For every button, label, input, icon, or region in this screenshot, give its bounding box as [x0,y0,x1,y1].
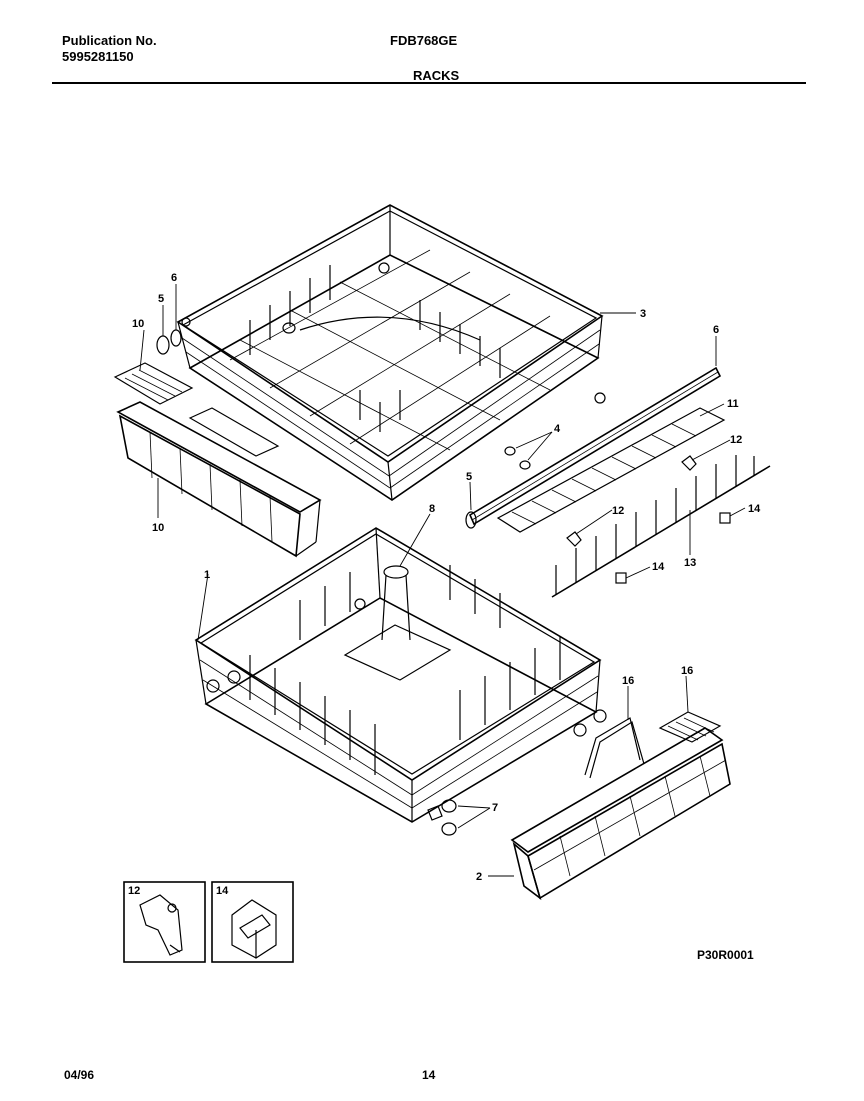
cutlery-basket-lid [113,362,194,405]
callout-14-left: 14 [652,561,665,573]
upper-rack [176,204,606,501]
callout-6-upper: 6 [171,272,177,284]
callout-7: 7 [492,802,498,814]
upper-cutlery-basket [116,401,322,558]
callout-3: 3 [640,308,646,320]
publication-number: 5995281150 [62,49,134,64]
tine-row [551,455,771,598]
callout-12-right: 12 [730,434,742,446]
leader-lines [139,284,746,877]
callout-4: 4 [554,423,561,435]
lower-rack [194,527,607,823]
shelf-clips [566,455,731,584]
flip-shelf [496,407,726,533]
header-rule [52,82,806,84]
callout-5-upper: 5 [158,293,164,305]
callout-16-lid: 16 [681,665,693,677]
upper-left-roller [156,329,182,355]
callout-13: 13 [684,557,696,569]
footer-date: 04/96 [64,1068,95,1082]
upper-rollers [504,446,531,470]
callout-12-left: 12 [612,505,624,517]
publication-label: Publication No. [62,33,157,48]
basket-handle [584,717,645,779]
callout-16-handle: 16 [622,675,634,687]
inset-label-12: 12 [128,885,140,897]
inset-detail-14 [211,881,294,963]
inset-label-14: 14 [216,885,229,897]
callout-8: 8 [429,503,435,515]
lower-cutlery-basket [510,727,731,901]
callout-labels: 3 1 5 6 10 10 4 6 5 11 12 12 13 14 14 8 … [128,272,761,897]
lower-rack-wheels [427,799,457,836]
lower-basket-lid [658,711,722,743]
inset-detail-12 [123,881,206,963]
callout-10-bottom: 10 [152,522,164,534]
figure-code: P30R0001 [697,948,754,962]
page-number: 14 [422,1068,436,1082]
callout-2: 2 [476,871,482,883]
model-number: FDB768GE [390,33,458,48]
section-title: RACKS [413,68,460,83]
rack-rail [465,366,722,529]
callout-11: 11 [727,398,739,410]
callout-5-rail: 5 [466,471,472,483]
callout-1: 1 [204,569,210,581]
callout-14-right: 14 [748,503,761,515]
callout-10-top: 10 [132,318,144,330]
callout-6-rail: 6 [713,324,719,336]
